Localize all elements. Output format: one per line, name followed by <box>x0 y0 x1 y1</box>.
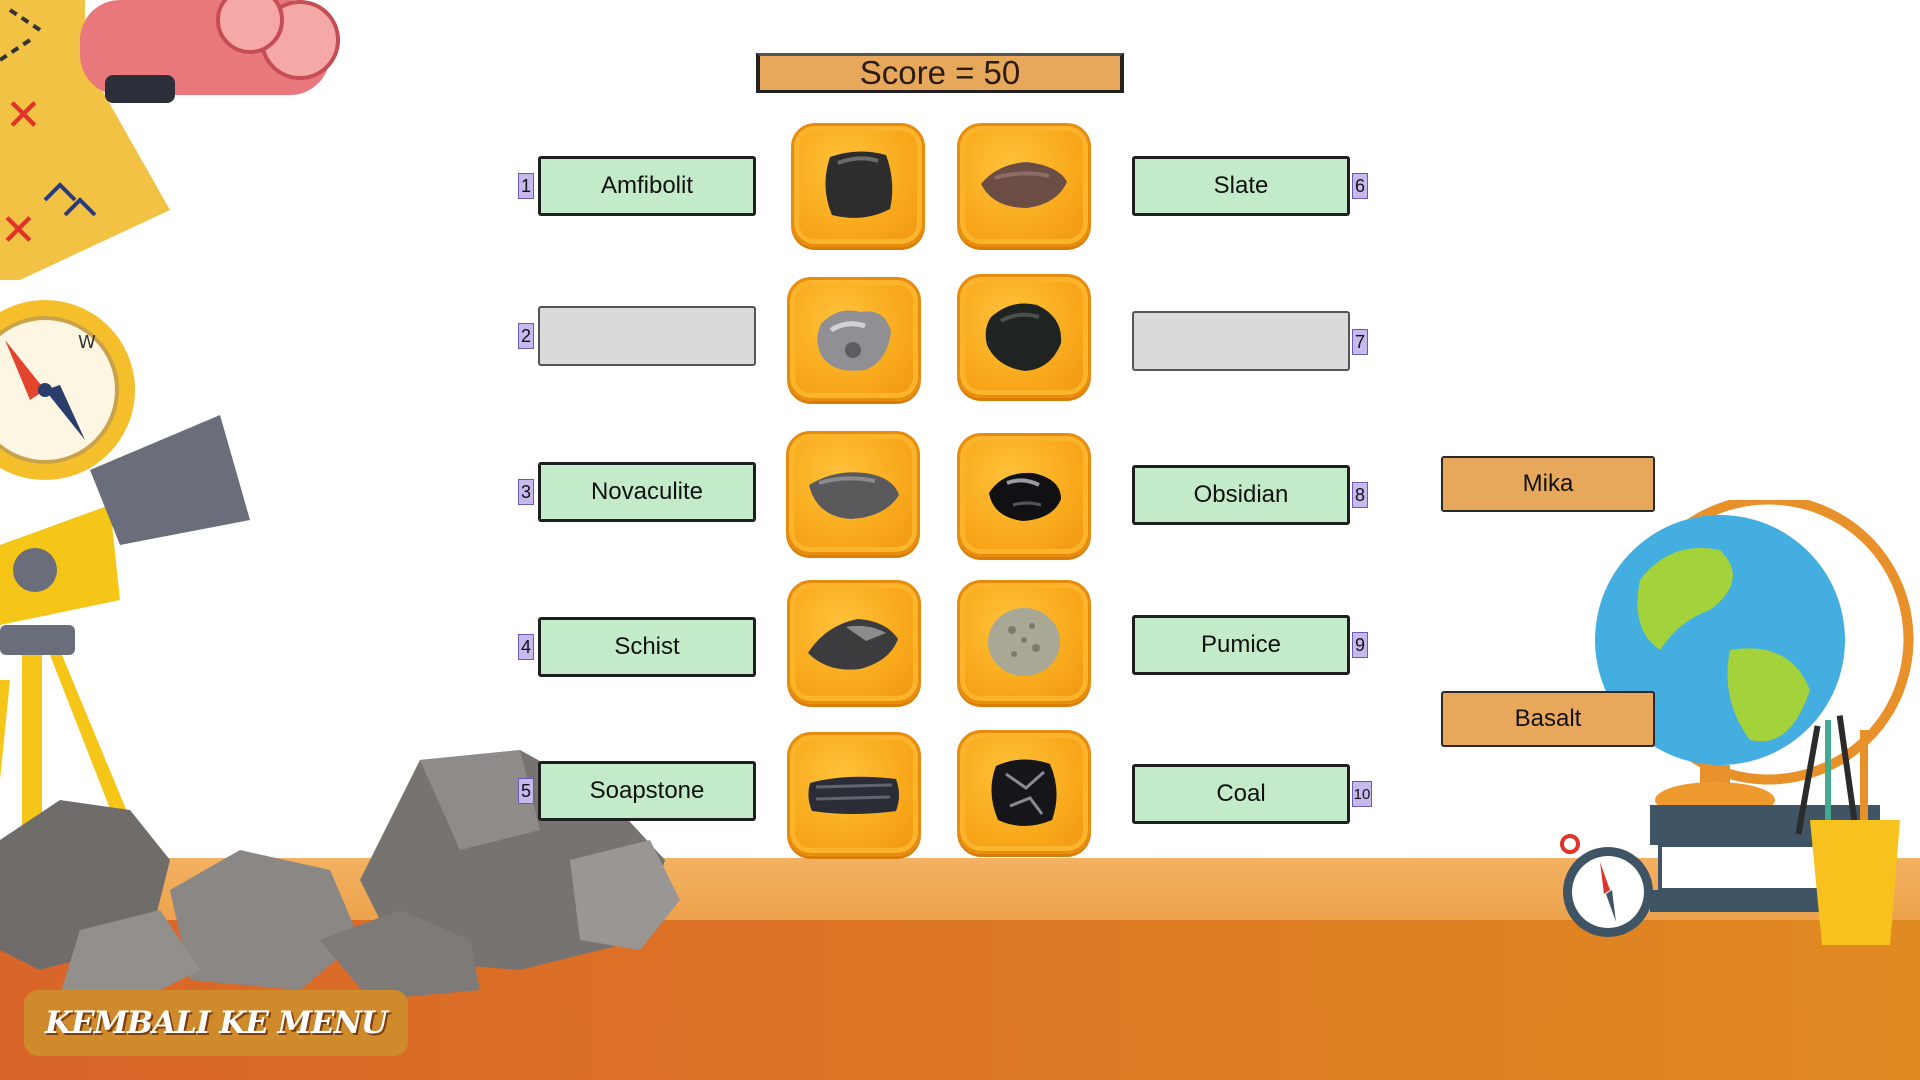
rock-image <box>981 162 1067 208</box>
answer-slot-1[interactable]: Amfibolit <box>538 156 756 216</box>
slot-number-9: 9 <box>1352 632 1368 658</box>
rock-image <box>825 151 893 218</box>
slot-number-8: 8 <box>1352 482 1368 508</box>
rock-tile-schist <box>787 580 921 704</box>
rock-image <box>808 619 898 670</box>
map-binoculars-illustration: ✕ ✕ <box>0 0 340 280</box>
answer-slot-4[interactable]: Schist <box>538 617 756 677</box>
score-display: Score = 50 <box>756 53 1124 93</box>
rock-tile-basalt <box>957 274 1091 398</box>
rock-image <box>991 759 1057 826</box>
answer-slot-label: Amfibolit <box>600 172 694 199</box>
svg-text:✕: ✕ <box>5 90 42 141</box>
slot-number-2: 2 <box>518 323 534 349</box>
answer-slot-label: Novaculite <box>590 478 704 505</box>
rock-tile-slate <box>957 123 1091 247</box>
rock-tile-amphibolite <box>791 123 925 247</box>
slot-number-10: 10 <box>1352 781 1372 807</box>
globe-illustration <box>1595 500 1914 945</box>
rock-tile-obsidian <box>957 433 1091 557</box>
answer-option-label: Basalt <box>1514 705 1582 732</box>
svg-text:✕: ✕ <box>0 205 37 256</box>
answer-slot-6[interactable]: Slate <box>1132 156 1350 216</box>
slot-number-4: 4 <box>518 634 534 660</box>
answer-slot-label: Slate <box>1213 172 1269 199</box>
rock-image <box>988 608 1060 676</box>
rock-tile-novaculite <box>786 431 920 555</box>
answer-option-mika[interactable]: Mika <box>1441 456 1655 512</box>
rock-image <box>809 472 899 519</box>
answer-slot-label: Coal <box>1216 780 1266 807</box>
telescope-illustration: W <box>0 300 250 855</box>
rock-image <box>817 310 891 371</box>
answer-slot-8[interactable]: Obsidian <box>1132 465 1350 525</box>
score-text: Score = 50 <box>859 54 1021 91</box>
answer-option-label: Mika <box>1522 470 1574 497</box>
back-to-menu-label: KEMBALI KE MENU <box>45 1005 388 1041</box>
rock-tile-silver-ore <box>787 277 921 401</box>
rock-image <box>808 776 899 814</box>
answer-slot-3[interactable]: Novaculite <box>538 462 756 522</box>
slot-number-3: 3 <box>518 479 534 505</box>
small-compass-illustration <box>1560 834 1653 937</box>
answer-slot-2[interactable] <box>538 306 756 366</box>
answer-slot-label: Soapstone <box>589 777 705 804</box>
answer-slot-10[interactable]: Coal <box>1132 764 1350 824</box>
rock-tile-pumice <box>957 580 1091 704</box>
rock-tile-coal <box>957 730 1091 854</box>
answer-slot-label: Pumice <box>1200 631 1282 658</box>
answer-slot-9[interactable]: Pumice <box>1132 615 1350 675</box>
answer-slot-label: Obsidian <box>1193 481 1289 508</box>
back-to-menu-button[interactable]: KEMBALI KE MENU <box>24 990 408 1056</box>
answer-option-basalt[interactable]: Basalt <box>1441 691 1655 747</box>
slot-number-6: 6 <box>1352 173 1368 199</box>
slot-number-5: 5 <box>518 778 534 804</box>
slot-number-1: 1 <box>518 173 534 199</box>
rock-tile-soapstone <box>787 732 921 856</box>
slot-number-7: 7 <box>1352 329 1368 355</box>
rock-image <box>985 303 1062 371</box>
answer-slot-7[interactable] <box>1132 311 1350 371</box>
rock-image <box>989 472 1061 521</box>
answer-slot-5[interactable]: Soapstone <box>538 761 756 821</box>
svg-text:W: W <box>78 332 96 353</box>
answer-slot-label: Schist <box>614 633 680 660</box>
